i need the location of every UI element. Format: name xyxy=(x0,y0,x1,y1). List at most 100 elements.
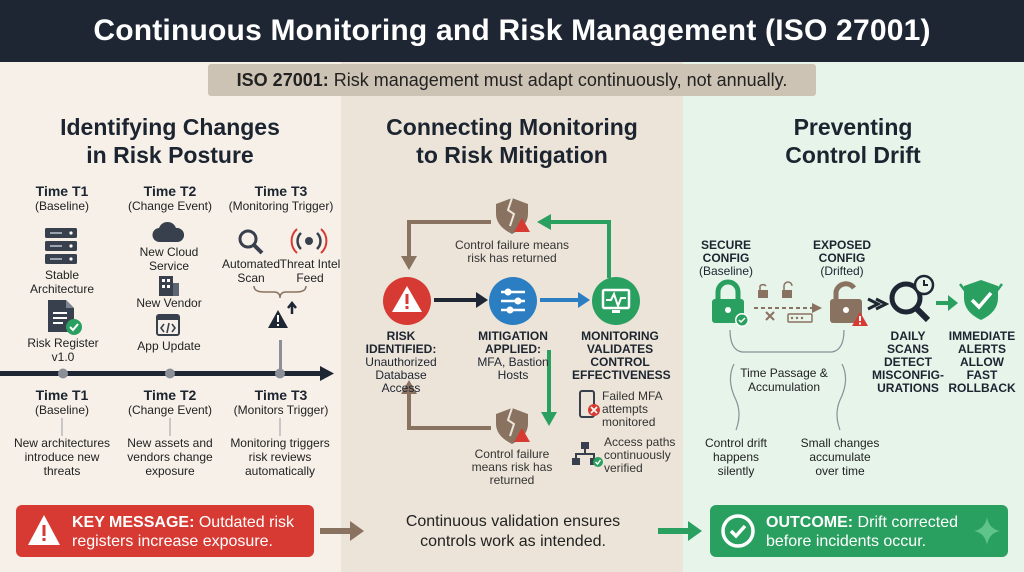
control-drift-label: Control drift happens silently xyxy=(694,436,778,478)
label-line: MISCONFIG- xyxy=(872,368,944,382)
label-line: continuously xyxy=(604,448,671,462)
time-label: Time T2 xyxy=(143,183,197,199)
label-line: Threat Intel xyxy=(279,257,341,271)
banner-bold: ISO 27001: xyxy=(236,70,329,90)
label-line: monitored xyxy=(602,415,656,429)
label-line: accumulate xyxy=(809,450,871,464)
server-icon xyxy=(45,228,77,264)
magnifier-icon xyxy=(238,229,264,255)
threat-feed-icon xyxy=(290,228,328,254)
desc-line: risk reviews xyxy=(248,450,312,464)
label-line: Control failure xyxy=(474,447,550,461)
label-line: Feed xyxy=(296,271,324,285)
feedback-loop-arrows xyxy=(401,214,611,430)
label-line: ROLLBACK xyxy=(948,381,1016,395)
label-line: returned xyxy=(489,473,535,487)
check-circle-icon xyxy=(721,514,755,548)
scan-magnifier-icon xyxy=(889,274,935,323)
drift-components xyxy=(754,281,822,323)
time-sub: (Baseline) xyxy=(34,199,90,213)
risk-identified-label: RISK IDENTIFIED: Unauthorized Database A… xyxy=(356,330,446,395)
arrow-risk-to-mitigation xyxy=(434,292,488,308)
time-sub: (Monitors Trigger) xyxy=(233,403,329,417)
outcome-body: Drift corrected before incidents occur. xyxy=(766,514,959,550)
bottom-time-t2: Time T2 (Change Event) xyxy=(118,387,222,417)
col3-title: Preventing Control Drift xyxy=(700,113,1006,169)
desc-line: Monitoring triggers xyxy=(230,436,330,450)
col2-title-line2: to Risk Mitigation xyxy=(416,142,608,168)
unlocked-padlock-icon xyxy=(830,281,868,326)
label-line: EFFECTIVENESS xyxy=(572,368,671,382)
label-line: RISK xyxy=(386,329,416,343)
mitigation-applied-label: MITIGATION APPLIED: MFA, Bastion Hosts xyxy=(470,330,556,382)
label-line: Stable xyxy=(44,268,80,282)
network-paths-icon xyxy=(572,442,603,467)
label-line: Risk Register xyxy=(27,336,99,350)
desc-line: New assets and xyxy=(127,436,213,450)
t1-description: New architectures introduce new threats xyxy=(6,436,118,478)
t3-description: Monitoring triggers risk reviews automat… xyxy=(222,436,338,478)
col2-title-line1: Connecting Monitoring xyxy=(386,114,638,140)
new-vendor-label: New Vendor xyxy=(136,296,202,310)
label-line: New Cloud xyxy=(139,245,199,259)
label-line: DETECT xyxy=(884,355,932,369)
shield-alert-icon xyxy=(959,280,1003,320)
trigger-bracket xyxy=(253,285,307,328)
warning-icon xyxy=(28,515,60,545)
label-line: Control failure means xyxy=(454,238,570,252)
label-line: (Drifted) xyxy=(820,264,864,278)
label-line: CONTROL xyxy=(590,355,650,369)
stable-architecture-label: Stable Architecture xyxy=(20,268,104,296)
label-line: v1.0 xyxy=(51,350,75,364)
code-window-icon xyxy=(156,314,180,336)
label-line: APPLIED: xyxy=(484,342,541,356)
label-line: EXPOSED xyxy=(812,238,872,252)
desc-line: automatically xyxy=(244,464,316,478)
daily-scans-label: DAILY SCANS DETECT MISCONFIG- URATIONS xyxy=(872,330,944,395)
label-line: Service xyxy=(148,259,189,273)
label-line: Automated xyxy=(221,257,281,271)
risk-alert-icon xyxy=(383,277,431,325)
label-line: Control drift xyxy=(704,436,768,450)
label-line: FAST xyxy=(966,368,998,382)
label-line: Accumulation xyxy=(747,380,821,394)
desc-line: threats xyxy=(43,464,81,478)
arrow-mitigation-to-monitoring xyxy=(540,292,590,308)
label-line: SECURE xyxy=(700,238,751,252)
footer-arrow-left xyxy=(320,521,364,541)
col1-title-line1: Identifying Changes xyxy=(60,114,280,140)
drift-connectors xyxy=(729,329,847,431)
col3-title-line1: Preventing xyxy=(793,114,913,140)
label-line: MITIGATION xyxy=(478,329,548,343)
label-line: happens xyxy=(712,450,760,464)
time-label: Time T3 xyxy=(254,387,308,403)
top-time-t3: Time T3 (Monitoring Trigger) xyxy=(222,183,340,213)
label-line: SCANS xyxy=(886,342,929,356)
threat-intel-label: Threat Intel Feed xyxy=(278,257,342,285)
col3-title-line2: Control Drift xyxy=(785,142,921,168)
time-sub: (Change Event) xyxy=(127,403,213,417)
exposed-config-label: EXPOSED CONFIG (Drifted) xyxy=(808,239,876,278)
top-time-t1: Time T1 (Baseline) xyxy=(12,183,112,213)
key-message-body: Outdated risk registers increase exposur… xyxy=(72,514,295,550)
label-line: means risk has xyxy=(471,460,553,474)
label-line: MONITORING xyxy=(581,329,659,343)
label-line: Hosts xyxy=(497,368,529,382)
label-line: Database Access xyxy=(375,368,427,395)
col1-title-line2: in Risk Posture xyxy=(86,142,254,168)
label-line: Unauthorized xyxy=(365,355,437,369)
key-message-bold: KEY MESSAGE: xyxy=(72,514,195,531)
desc-line: New architectures xyxy=(13,436,111,450)
text-line: controls work as intended. xyxy=(420,533,606,550)
label-line: Architecture xyxy=(29,282,95,296)
desc-line: exposure xyxy=(145,464,195,478)
label-line: IMMEDIATE xyxy=(948,329,1016,343)
arrow-to-alerts xyxy=(936,295,958,311)
desc-line: vendors change xyxy=(127,450,213,464)
mitigation-sliders-icon xyxy=(489,277,537,325)
outcome-bold: OUTCOME: xyxy=(766,514,854,531)
page-title: Continuous Monitoring and Risk Managemen… xyxy=(93,14,931,47)
label-line: verified xyxy=(604,461,643,475)
failed-mfa-label: Failed MFA attempts monitored xyxy=(602,390,672,429)
bottom-connectors xyxy=(61,418,281,436)
